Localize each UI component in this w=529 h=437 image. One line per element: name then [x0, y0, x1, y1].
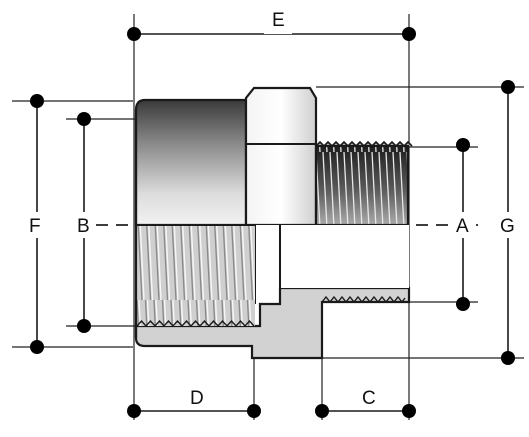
dot-e-right	[402, 27, 416, 41]
label-g: G	[500, 216, 515, 237]
dot-b-bottom	[77, 319, 91, 333]
hex-nut	[244, 86, 318, 227]
dot-g-top	[501, 80, 515, 94]
dimension-dots	[30, 27, 515, 418]
label-b: B	[77, 216, 90, 237]
section-wall	[134, 286, 411, 360]
dot-a-bottom	[456, 297, 470, 311]
label-e: E	[272, 10, 285, 31]
dot-d-left	[127, 404, 141, 418]
socket-body-exterior	[134, 98, 248, 227]
label-a: A	[456, 216, 469, 237]
fitting-body	[134, 86, 413, 360]
label-d: D	[190, 388, 204, 409]
dot-c-left	[315, 404, 329, 418]
dot-c-right	[402, 404, 416, 418]
dot-f-top	[30, 94, 44, 108]
dot-a-top	[456, 138, 470, 152]
dot-g-bottom	[501, 351, 515, 365]
dot-f-bottom	[30, 340, 44, 354]
label-f: F	[29, 216, 41, 237]
dot-e-left	[127, 27, 141, 41]
label-c: C	[362, 388, 376, 409]
dimension-labels: E F B A G D C	[25, 8, 521, 409]
dot-d-right	[247, 404, 261, 418]
dot-b-top	[77, 112, 91, 126]
